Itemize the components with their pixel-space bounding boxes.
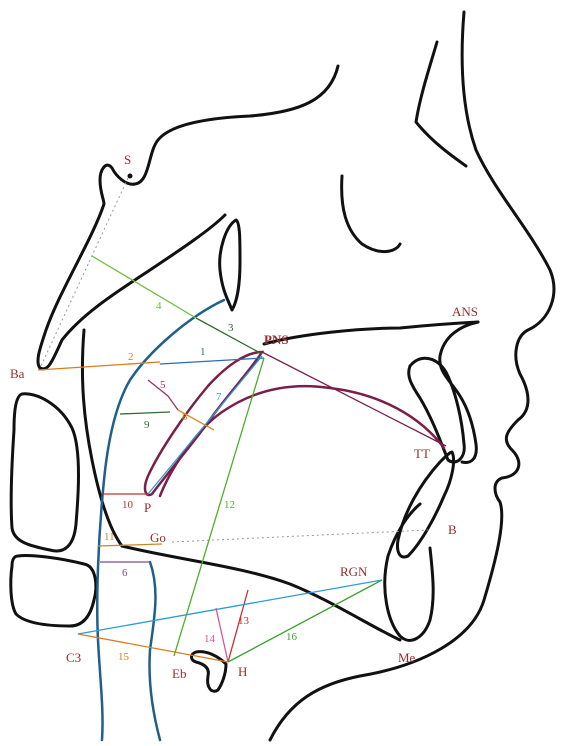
line-3	[195, 317, 263, 355]
lower-incisor-outline	[396, 450, 456, 559]
label-6: 6	[122, 567, 128, 579]
label-13: 13	[238, 615, 250, 627]
label-8: 8	[182, 411, 188, 423]
orbit-outline	[414, 40, 468, 168]
landmark-labels: S Ba PNS ANS TT P Go B RGN C3 Eb H Me	[10, 152, 478, 681]
landmark-b: B	[448, 522, 457, 537]
label-12: 12	[224, 499, 235, 511]
anterior-airway-wall	[148, 560, 162, 742]
landmark-p: P	[144, 500, 151, 515]
ramus-outline	[80, 328, 124, 548]
upper-lip-outline	[438, 320, 480, 464]
pterygoid-plate-outline	[218, 218, 242, 312]
hyoid-outline	[190, 650, 228, 693]
line-15	[77, 633, 229, 663]
label-3: 3	[228, 322, 234, 334]
line-c3-rgn	[77, 579, 383, 635]
line-11	[97, 543, 163, 547]
label-1: 1	[200, 346, 206, 358]
line-14	[215, 607, 229, 663]
line-16	[227, 579, 383, 663]
measurement-lines	[37, 255, 447, 663]
landmark-s: S	[124, 152, 131, 167]
anatomy-outlines	[9, 10, 556, 742]
label-5: 5	[160, 379, 166, 391]
landmark-c3: C3	[66, 650, 81, 665]
pharyngeal-wall	[96, 298, 226, 742]
label-9: 9	[144, 419, 150, 431]
vertebra-c2-outline	[9, 392, 80, 553]
label-10: 10	[122, 499, 134, 511]
line-4	[91, 255, 197, 319]
landmark-eb: Eb	[172, 666, 186, 681]
landmark-tt: TT	[414, 446, 430, 461]
vertebra-c3-outline	[9, 554, 98, 628]
line-tt-ans	[261, 351, 447, 447]
landmark-go: Go	[150, 530, 166, 545]
upper-incisor-outline	[407, 356, 466, 464]
mandible-border-outline	[120, 544, 402, 642]
posterior-pharyngeal-wall	[96, 298, 226, 742]
landmark-pns: PNS	[264, 332, 289, 347]
tongue-dorsum-outline	[158, 384, 446, 498]
chin-outline	[383, 502, 435, 642]
s-point-dot	[127, 173, 133, 179]
label-15: 15	[118, 651, 130, 663]
label-11: 11	[104, 531, 115, 543]
line-1	[159, 357, 265, 365]
label-4: 4	[156, 300, 162, 312]
line-13	[227, 589, 249, 663]
line-9	[119, 411, 171, 415]
landmark-ans: ANS	[452, 304, 478, 319]
landmark-rgn: RGN	[340, 564, 368, 579]
face-profile-outline	[268, 10, 556, 742]
landmark-ba: Ba	[10, 366, 25, 381]
label-14: 14	[204, 633, 216, 645]
landmark-me: Me	[398, 650, 416, 665]
measurement-labels: 1 2 3 4 5 6 7 8 9 10 11 12 13 14 15 16	[104, 300, 298, 663]
nasal-cavity-outline	[340, 174, 402, 253]
line-2	[37, 361, 161, 371]
landmark-h: H	[238, 664, 247, 679]
maxilla-outline	[262, 320, 480, 346]
line-8	[177, 409, 215, 431]
line-5	[147, 379, 179, 411]
soft-tissue-contours	[143, 350, 446, 498]
label-2: 2	[128, 351, 134, 363]
label-16: 16	[286, 631, 298, 643]
line-12	[173, 357, 265, 657]
label-7: 7	[216, 391, 222, 403]
skull-base-outline	[36, 64, 340, 371]
